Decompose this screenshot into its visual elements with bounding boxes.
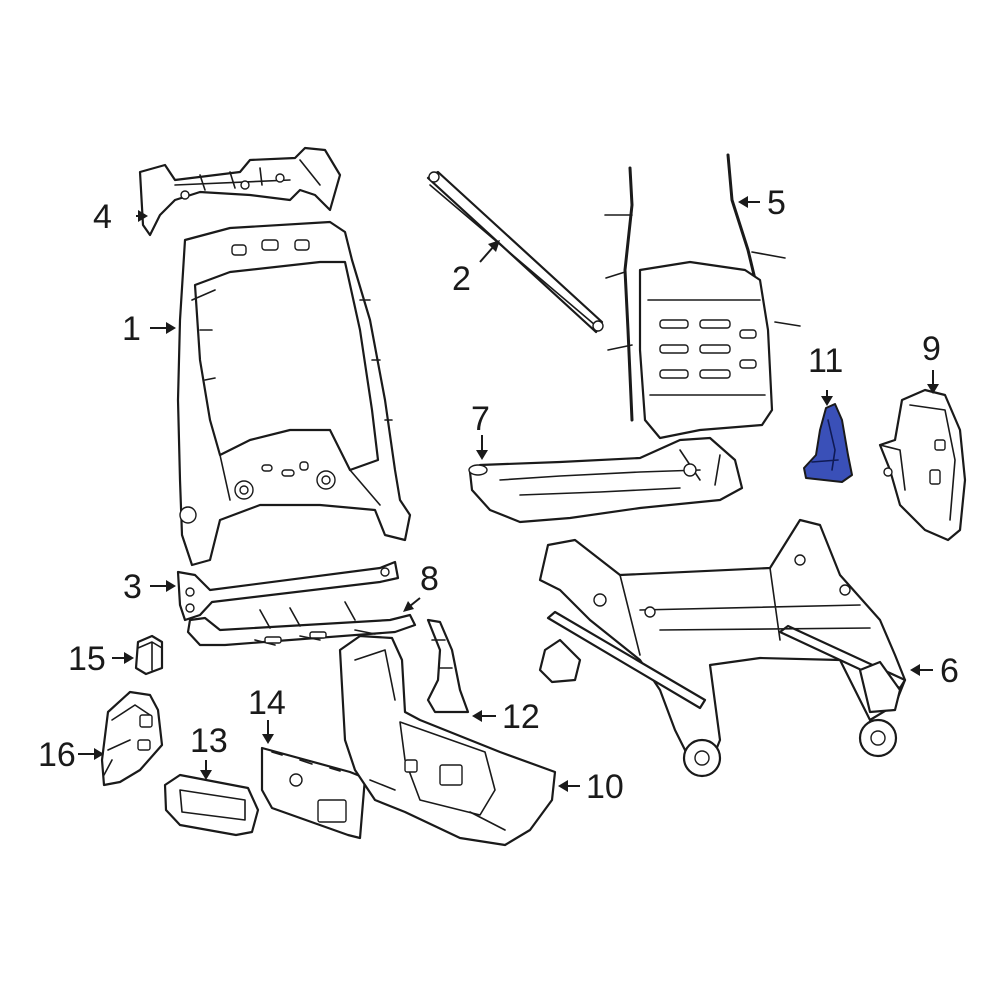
part-7-seat-pan[interactable] [468,436,744,524]
callout-6: 6 [940,652,959,690]
part-9-side-shield[interactable] [878,388,967,542]
callout-16: 16 [38,736,76,774]
part-4-headrest-bracket[interactable] [138,146,342,237]
part-16-side-trim[interactable] [100,690,164,787]
callout-1: 1 [122,310,141,348]
callout-12: 12 [502,698,540,736]
part-6-seat-track[interactable] [538,518,907,778]
leader-lines [78,196,939,792]
callout-5: 5 [767,184,786,222]
part-15-clip[interactable] [134,634,164,676]
part-10-seat-shield[interactable] [338,634,557,847]
part-11-highlighted-bracket[interactable] [803,403,853,483]
part-13-handle[interactable] [163,773,260,837]
callout-15: 15 [68,640,106,678]
callout-labels: 4 1 2 5 9 11 7 6 3 8 15 16 13 14 12 10 [38,184,959,806]
callout-7: 7 [471,400,490,438]
part-14-switch-panel[interactable] [260,746,367,840]
part-2-rod[interactable] [426,170,604,334]
callout-2: 2 [452,260,471,298]
part-12-bracket[interactable] [426,618,470,714]
callout-10: 10 [586,768,624,806]
callout-4: 4 [93,198,112,236]
callout-14: 14 [248,684,286,722]
callout-3: 3 [123,568,142,606]
callout-13: 13 [190,722,228,760]
callout-8: 8 [420,560,439,598]
part-1-seatback-frame[interactable] [176,220,412,567]
callout-9: 9 [922,330,941,368]
part-8-lower-rail[interactable] [186,601,417,647]
part-3-cross-bar[interactable] [176,560,400,622]
part-5-seatback-suspension[interactable] [604,153,801,440]
callout-11: 11 [808,342,843,380]
